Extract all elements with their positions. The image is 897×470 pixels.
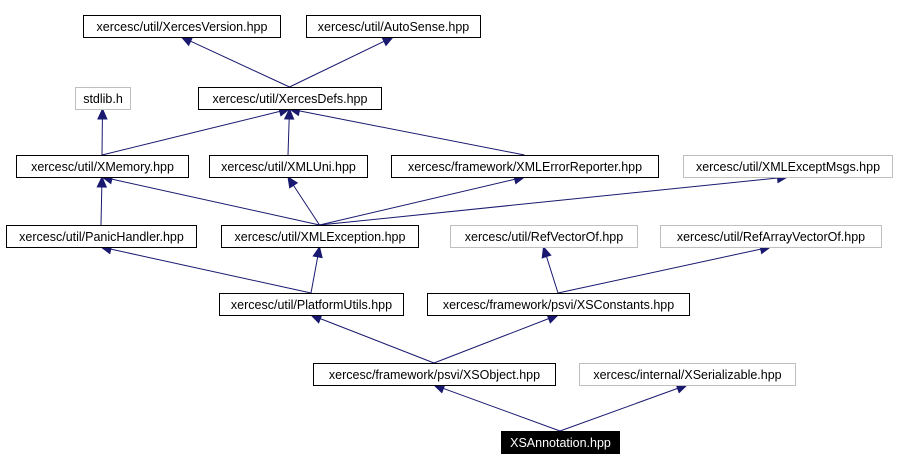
edge-xercesdefs-to-xercesversion bbox=[180, 36, 290, 88]
edge-xsannotation-to-xserializable bbox=[559, 383, 689, 432]
node-box bbox=[427, 293, 690, 316]
edge-xmlexception-to-xmluni bbox=[287, 175, 320, 226]
node-box bbox=[6, 225, 197, 248]
edge-line bbox=[310, 256, 319, 294]
edges-layer bbox=[96, 36, 789, 432]
edge-xsannotation-to-xsobject bbox=[432, 383, 561, 432]
edge-xsobject-to-xsconstants bbox=[433, 313, 560, 364]
node-refvectorof[interactable]: xercesc/util/RefVectorOf.hpp bbox=[450, 225, 638, 248]
node-xserializable[interactable]: xercesc/internal/XSerializable.hpp bbox=[579, 363, 796, 386]
node-label: xercesc/framework/XMLErrorReporter.hpp bbox=[408, 160, 642, 174]
node-label: xercesc/internal/XSerializable.hpp bbox=[593, 368, 781, 382]
edge-line bbox=[546, 256, 559, 294]
node-box bbox=[501, 431, 620, 454]
edge-line bbox=[320, 318, 435, 364]
node-label: xercesc/util/RefArrayVectorOf.hpp bbox=[677, 230, 865, 244]
node-label: xercesc/framework/psvi/XSObject.hpp bbox=[329, 368, 540, 382]
arrowhead-icon bbox=[97, 107, 108, 120]
node-box bbox=[221, 225, 419, 248]
node-box bbox=[83, 15, 281, 38]
node-label: stdlib.h bbox=[83, 92, 123, 106]
edge-panichandler-to-xmemory bbox=[96, 175, 108, 226]
arrowhead-icon bbox=[287, 175, 299, 189]
edge-xsobject-to-platformutils bbox=[309, 313, 435, 364]
edge-line bbox=[299, 110, 525, 156]
edge-line bbox=[319, 178, 515, 226]
node-box bbox=[683, 155, 893, 178]
node-box bbox=[219, 293, 404, 316]
node-box bbox=[450, 225, 638, 248]
node-panichandler[interactable]: xercesc/util/PanicHandler.hpp bbox=[6, 225, 197, 248]
edge-line bbox=[100, 186, 103, 226]
edge-xmemory-to-stdlib bbox=[97, 107, 108, 156]
node-xmlexception[interactable]: xercesc/util/XMLException.hpp bbox=[221, 225, 419, 248]
node-platformutils[interactable]: xercesc/util/PlatformUtils.hpp bbox=[219, 293, 404, 316]
node-box bbox=[306, 15, 481, 38]
node-label: xercesc/util/XMLException.hpp bbox=[235, 230, 406, 244]
node-xsconstants[interactable]: xercesc/framework/psvi/XSConstants.hpp bbox=[427, 293, 690, 316]
edge-line bbox=[289, 40, 385, 88]
node-label: xercesc/util/XercesDefs.hpp bbox=[213, 92, 368, 106]
edge-line bbox=[110, 248, 312, 294]
node-label: xercesc/util/RefVectorOf.hpp bbox=[465, 230, 623, 244]
node-xsobject[interactable]: xercesc/framework/psvi/XSObject.hpp bbox=[313, 363, 556, 386]
node-autosense[interactable]: xercesc/util/AutoSense.hpp bbox=[306, 15, 481, 38]
nodes-layer: xercesc/util/XercesVersion.hpp xercesc/ut… bbox=[6, 15, 893, 454]
node-box bbox=[75, 87, 131, 110]
node-xmlerrorreporter[interactable]: xercesc/framework/XMLErrorReporter.hpp bbox=[391, 155, 659, 178]
node-xsannotation: XSAnnotation.hpp bbox=[501, 431, 620, 454]
edge-line bbox=[101, 110, 280, 156]
edge-xmlexception-to-xmlerrorreporter bbox=[319, 174, 526, 226]
node-label: xercesc/util/PanicHandler.hpp bbox=[19, 230, 184, 244]
edge-line bbox=[443, 387, 561, 432]
node-box bbox=[391, 155, 659, 178]
node-label: xercesc/util/AutoSense.hpp bbox=[318, 20, 470, 34]
edge-xmlexception-to-xmlexceptmsgs bbox=[319, 172, 789, 226]
edge-line bbox=[319, 177, 778, 226]
node-box bbox=[16, 155, 189, 178]
arrowhead-icon bbox=[312, 245, 323, 259]
edge-xmluni-to-xercesdefs bbox=[283, 107, 295, 156]
edge-line bbox=[111, 178, 320, 226]
edge-xercesdefs-to-autosense bbox=[289, 36, 395, 88]
node-label: XSAnnotation.hpp bbox=[510, 436, 611, 450]
edge-platformutils-to-xmlexception bbox=[310, 245, 323, 294]
arrowhead-icon bbox=[96, 175, 108, 188]
node-xmemory[interactable]: xercesc/util/XMemory.hpp bbox=[16, 155, 189, 178]
node-xmlexceptmsgs[interactable]: xercesc/util/XMLExceptMsgs.hpp bbox=[683, 155, 893, 178]
node-xercesdefs[interactable]: xercesc/util/XercesDefs.hpp bbox=[198, 87, 382, 110]
node-box bbox=[313, 363, 556, 386]
arrowhead-icon bbox=[180, 36, 194, 47]
edge-xsconstants-to-refvectorof bbox=[541, 245, 559, 294]
node-box bbox=[209, 155, 368, 178]
edge-line bbox=[190, 40, 290, 88]
edge-line bbox=[293, 185, 320, 226]
node-stdlib[interactable]: stdlib.h bbox=[75, 87, 131, 110]
edge-line bbox=[557, 248, 761, 294]
edge-line bbox=[287, 118, 290, 156]
edge-xmemory-to-xercesdefs bbox=[101, 106, 291, 156]
node-label: xercesc/util/XercesVersion.hpp bbox=[97, 20, 268, 34]
edge-xsconstants-to-refarrayvectorof bbox=[557, 244, 772, 294]
edge-line bbox=[559, 387, 678, 432]
edge-xmlerrorreporter-to-xercesdefs bbox=[288, 105, 525, 156]
node-label: xercesc/util/XMLExceptMsgs.hpp bbox=[696, 160, 880, 174]
node-box bbox=[198, 87, 382, 110]
node-box bbox=[579, 363, 796, 386]
arrowhead-icon bbox=[283, 107, 295, 120]
edge-platformutils-to-panichandler bbox=[99, 244, 312, 294]
arrowhead-icon bbox=[381, 36, 395, 47]
node-box bbox=[660, 225, 882, 248]
node-xercesversion[interactable]: xercesc/util/XercesVersion.hpp bbox=[83, 15, 281, 38]
node-refarrayvectorof[interactable]: xercesc/util/RefArrayVectorOf.hpp bbox=[660, 225, 882, 248]
node-label: xercesc/util/PlatformUtils.hpp bbox=[231, 298, 392, 312]
node-label: xercesc/util/XMemory.hpp bbox=[31, 160, 174, 174]
node-label: xercesc/framework/psvi/XSConstants.hpp bbox=[443, 298, 674, 312]
node-label: xercesc/util/XMLUni.hpp bbox=[221, 160, 356, 174]
arrowhead-icon bbox=[541, 245, 552, 259]
node-xmluni[interactable]: xercesc/util/XMLUni.hpp bbox=[209, 155, 368, 178]
edge-xmlexception-to-xmemory bbox=[100, 174, 320, 226]
edge-line bbox=[433, 318, 549, 364]
